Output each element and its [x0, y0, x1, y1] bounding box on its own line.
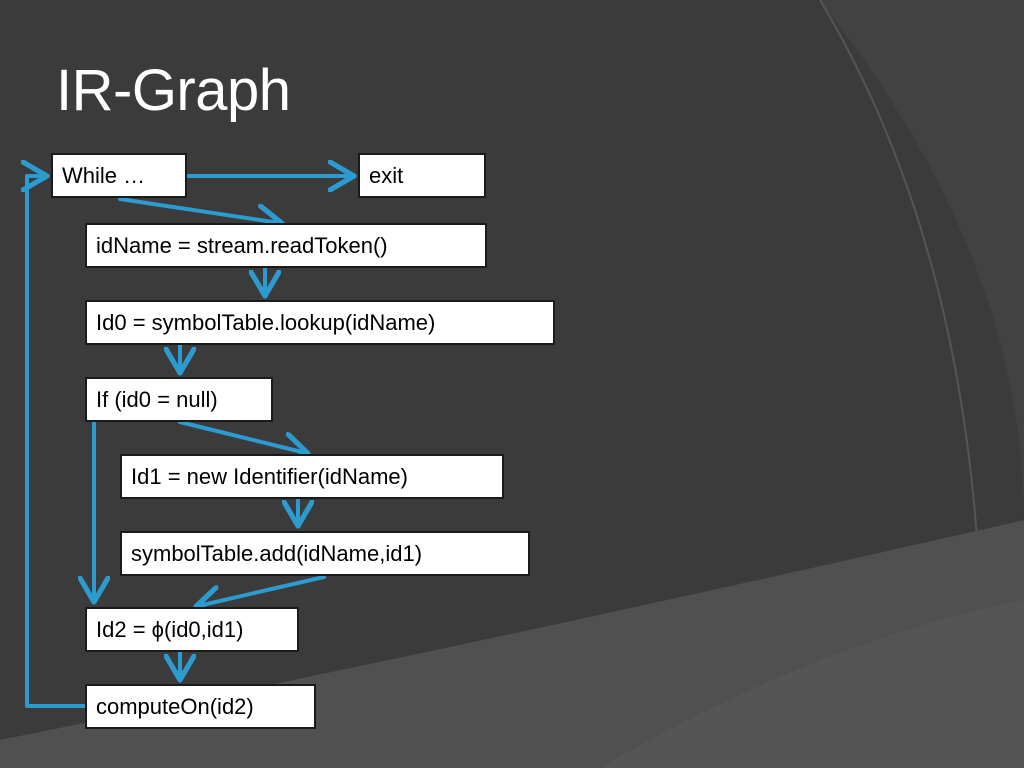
node-while: While … — [51, 153, 187, 198]
node-lookup: Id0 = symbolTable.lookup(idName) — [85, 300, 555, 345]
background-band-highlight — [600, 600, 1024, 768]
node-new-identifier: Id1 = new Identifier(idName) — [120, 454, 504, 499]
node-if: If (id0 = null) — [85, 377, 273, 422]
edge-while-to-read — [118, 197, 280, 223]
node-symbol-table-add: symbolTable.add(idName,id1) — [120, 531, 530, 576]
node-compute-on: computeOn(id2) — [85, 684, 316, 729]
edge-compute-to-while — [27, 176, 87, 708]
node-exit: exit — [358, 153, 486, 198]
node-read-token: idName = stream.readToken() — [85, 223, 487, 268]
slide-title: IR-Graph — [56, 58, 291, 123]
edge-add-to-phi — [198, 575, 326, 606]
edge-if-to-newid — [178, 420, 306, 453]
background-arc — [820, 0, 1024, 520]
node-phi: Id2 = ϕ(id0,id1) — [85, 607, 299, 652]
